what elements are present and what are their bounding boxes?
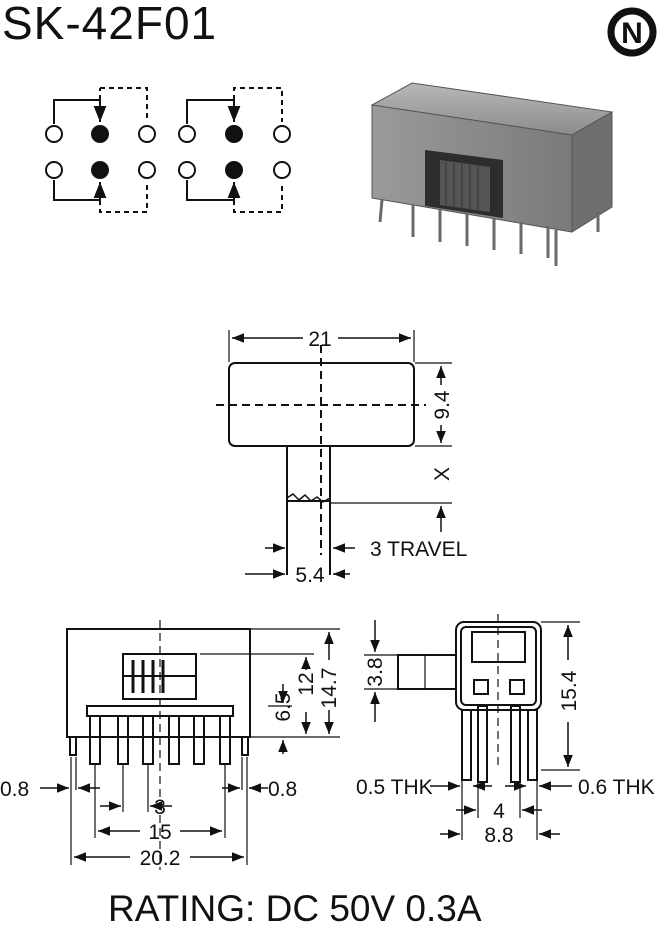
front-pitch-dim: 3 (154, 796, 166, 819)
side-pitch-dim: 4 (493, 800, 505, 823)
side-overall-dim: 8.8 (484, 824, 513, 847)
travel-x-label: X (431, 467, 454, 481)
top-view (216, 330, 452, 579)
side-left-thk-dim: 0.5 THK (356, 776, 433, 799)
side-right-thk-dim: 0.6 THK (578, 776, 655, 799)
front-right-thk-dim: 0.8 (268, 778, 297, 801)
front-view (40, 620, 340, 870)
logo-letter: N (621, 17, 643, 50)
side-height-dim: 15.4 (558, 670, 581, 711)
top-width-dim: 21 (308, 328, 331, 351)
top-height-dim: 9.4 (431, 390, 454, 420)
part-number-title: SK-42F01 (2, 0, 218, 49)
front-h1-dim: 6.5 (272, 692, 295, 721)
circuit-left-group (45, 87, 156, 213)
brand-logo: N (607, 7, 657, 57)
front-left-thk-dim: 0.8 (0, 778, 29, 801)
front-overall-dim: 20.2 (140, 847, 181, 870)
actuator-width-dim: 5.4 (295, 564, 325, 587)
front-h3-dim: 14.7 (318, 668, 341, 709)
rating-text: RATING: DC 50V 0.3A (108, 888, 482, 929)
side-view (364, 614, 580, 840)
travel-dim: 3 TRAVEL (370, 538, 467, 561)
circuit-schematic (45, 87, 291, 213)
front-span-dim: 15 (148, 821, 171, 844)
circuit-right-group (178, 87, 291, 213)
front-h2-dim: 12 (295, 672, 318, 695)
product-photo-illustration (370, 82, 614, 266)
side-actuator-dim: 3.8 (364, 657, 387, 686)
